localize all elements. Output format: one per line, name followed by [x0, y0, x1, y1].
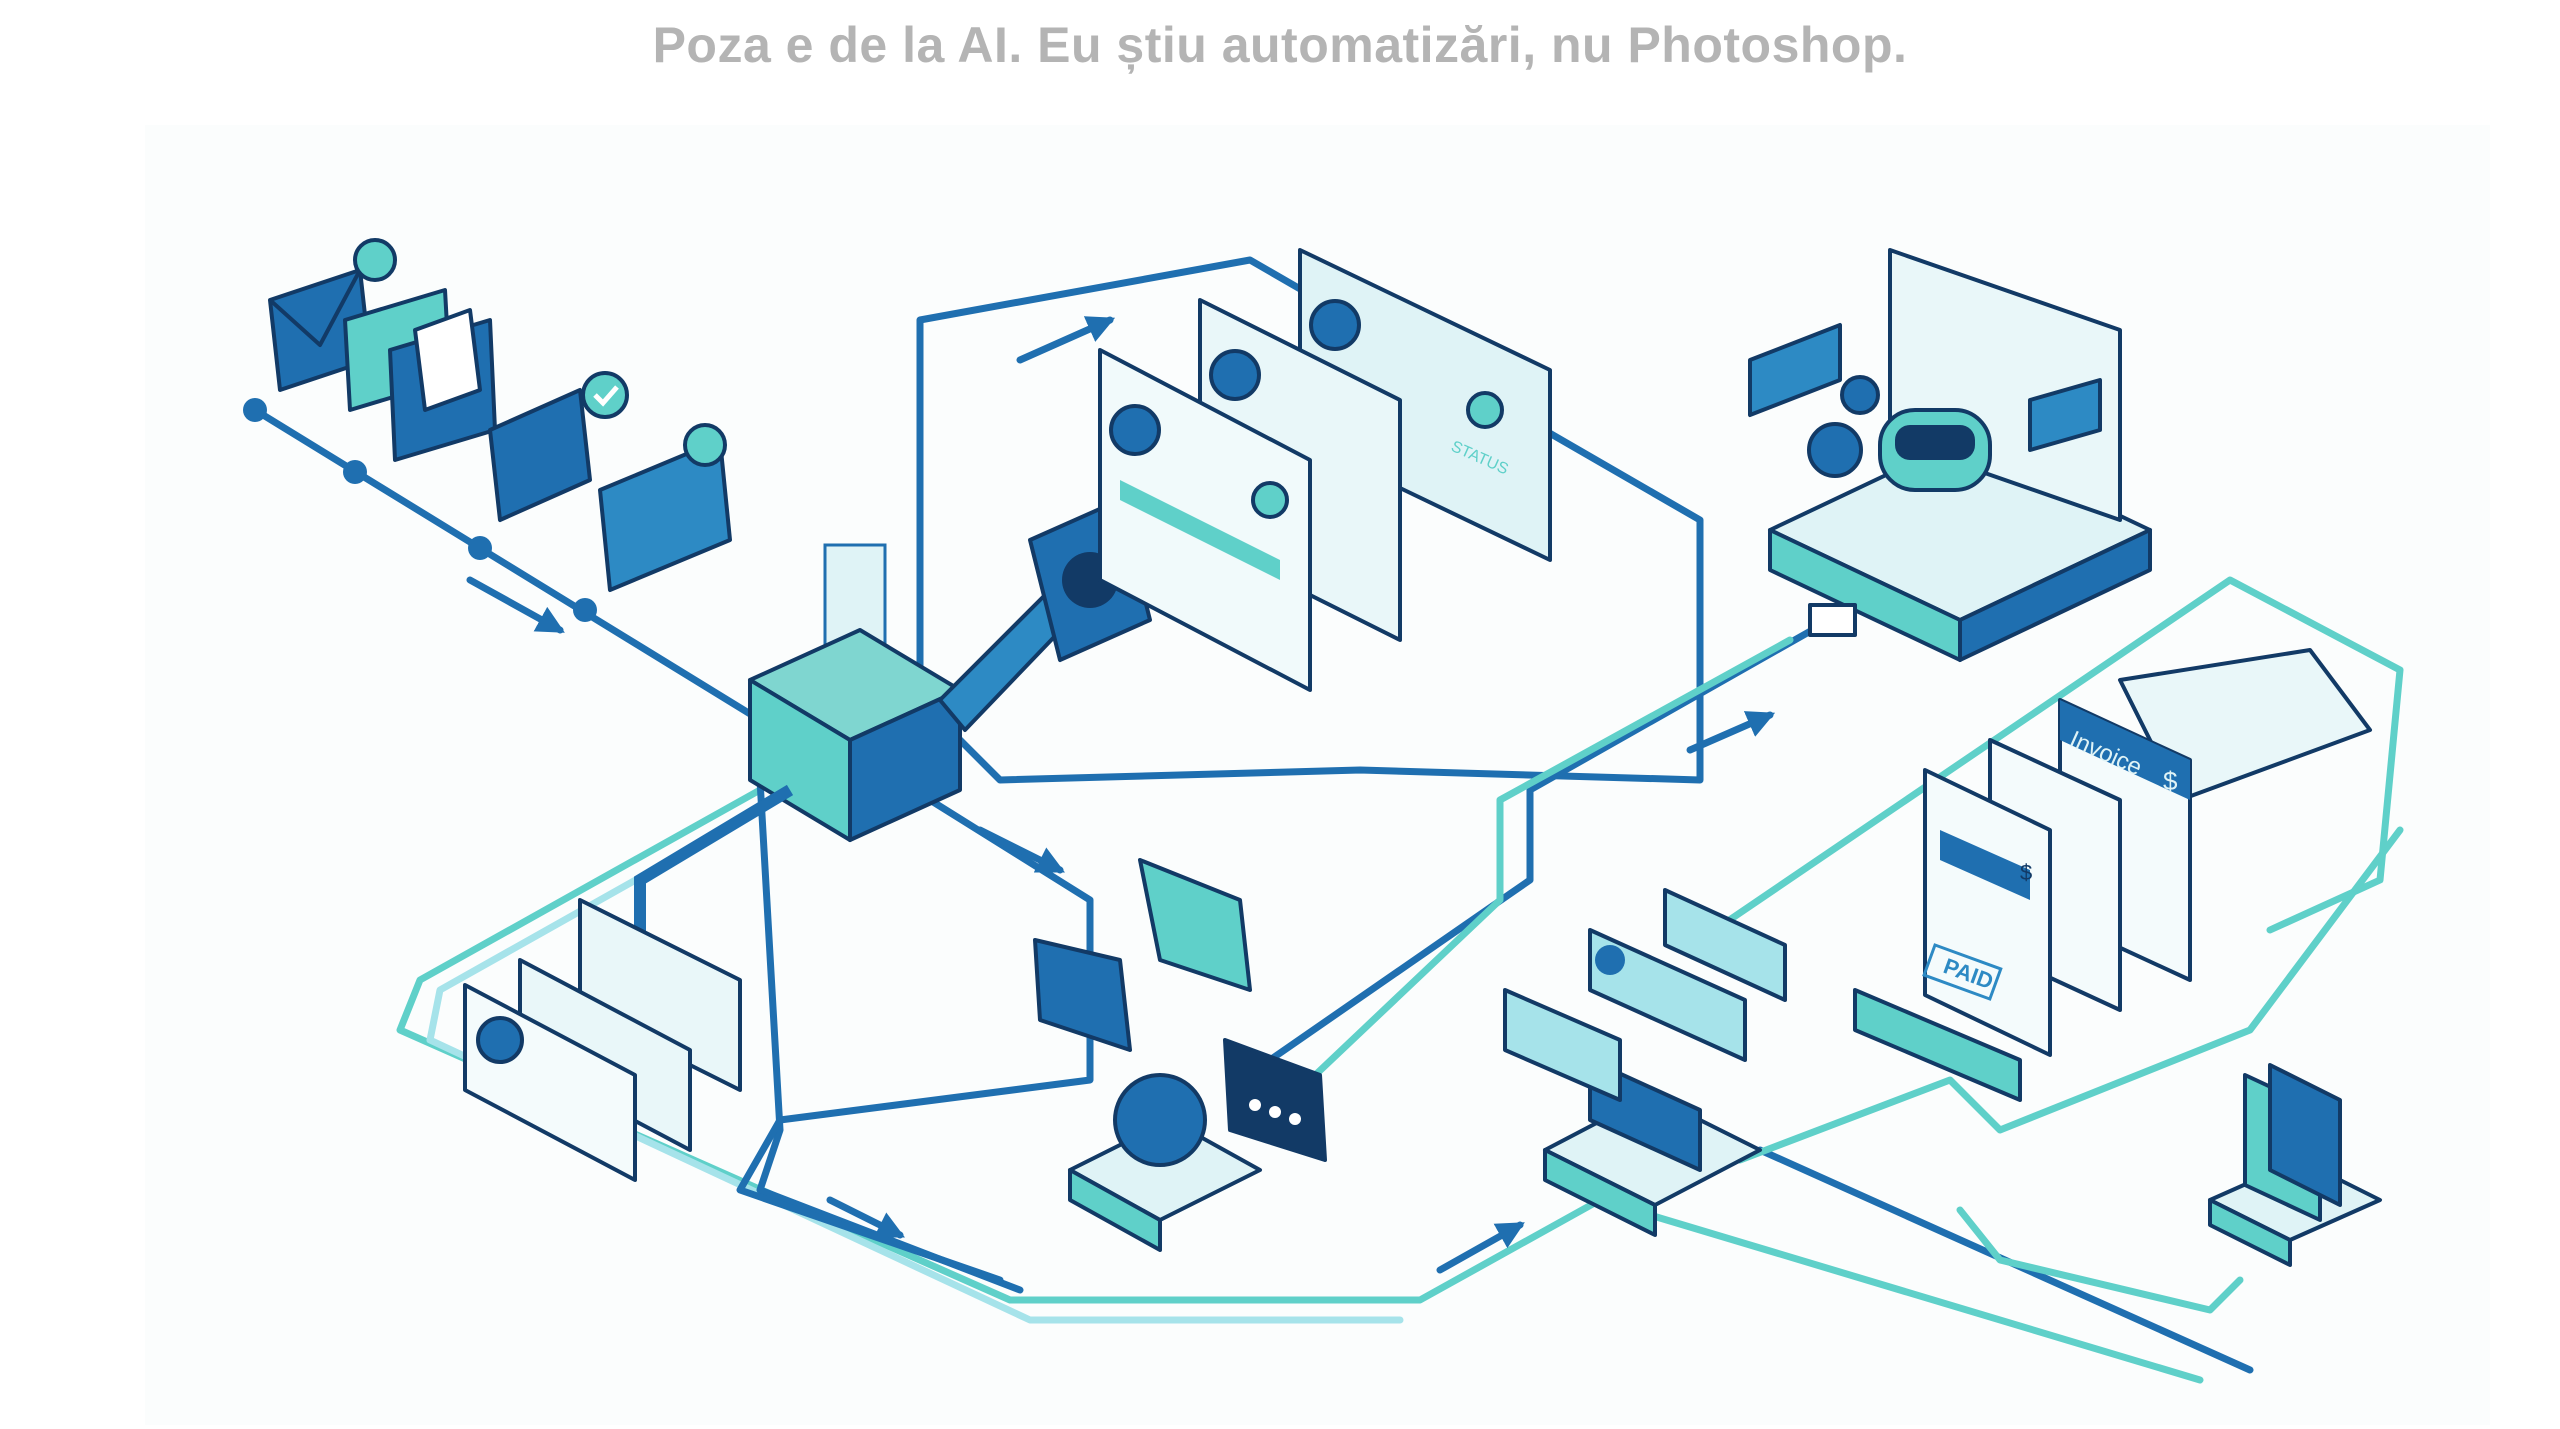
contact-card-icon [578, 898, 742, 1092]
chat-bubble-icon [1033, 938, 1132, 1052]
chat-bubble-icon [1663, 888, 1787, 1002]
user-icon [353, 238, 397, 282]
contact-cards [463, 898, 742, 1182]
user-icon [1309, 299, 1361, 351]
bar-block [1853, 988, 2022, 1102]
user-icon [476, 1016, 524, 1064]
dollar-icon: $ [2163, 766, 2178, 796]
check-icon [1251, 481, 1289, 519]
dollar-icon: $ [2020, 860, 2032, 885]
envelope-icon [598, 438, 732, 592]
chat-bubble-icon [1223, 1038, 1327, 1162]
email-group [243, 238, 732, 622]
user-icon [1209, 349, 1261, 401]
letter-icon [413, 308, 482, 412]
chat-bubble-icon [2028, 378, 2102, 452]
check-icon [581, 371, 629, 419]
crm-cards: STATUS [1098, 248, 1552, 692]
chat-bubble-icon [1748, 323, 1842, 417]
document-stack-icon [2208, 1063, 2382, 1267]
ai-robot-station [1748, 248, 2152, 662]
user-icon [1595, 945, 1625, 975]
dollar-icon [683, 423, 727, 467]
whatsapp-icon [1138, 858, 1252, 992]
message-station [1503, 888, 1787, 1237]
chat-bubble-icon [1503, 988, 1622, 1102]
chat-bubble-icon [1588, 928, 1747, 1062]
flow-lines [251, 256, 2404, 1384]
envelope-icon [488, 388, 592, 522]
connector [1808, 603, 1857, 637]
gear-icon [1807, 422, 1863, 478]
invoice-group: Invoice $ $ PAID [1853, 648, 2372, 1102]
hub-machine-icon [634, 498, 1152, 980]
check-icon [1466, 391, 1504, 429]
user-icon [1109, 404, 1161, 456]
chat-hub [1033, 858, 1327, 1252]
whatsapp-icon [1113, 1073, 1207, 1167]
caption-title: Poza e de la AI. Eu știu automatizări, n… [652, 17, 1908, 73]
gear-icon [1840, 375, 1880, 415]
